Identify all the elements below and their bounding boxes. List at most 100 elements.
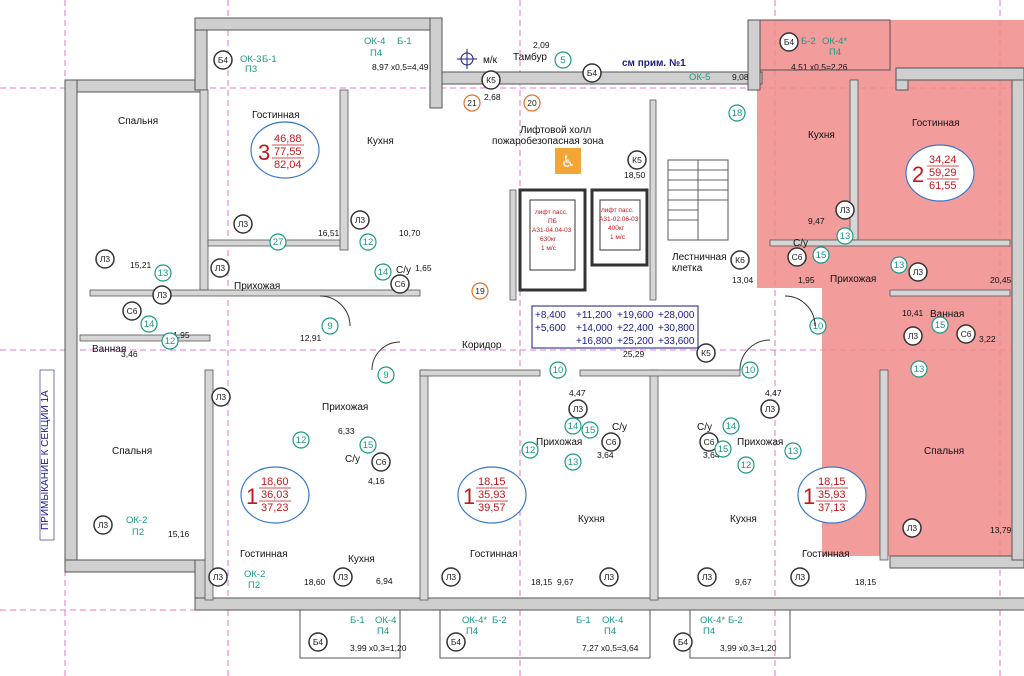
elevator-shafts	[518, 188, 649, 292]
svg-text:4,51 x0,5=2,26: 4,51 x0,5=2,26	[791, 62, 848, 72]
svg-text:9,08: 9,08	[732, 72, 749, 82]
apartment-badge-1room-b: 1 18,15 35,93 39,57	[457, 466, 527, 524]
svg-text:Б-1: Б-1	[576, 615, 591, 626]
svg-text:14: 14	[144, 319, 155, 330]
svg-text:Л3: Л3	[98, 520, 109, 530]
marker-12: 12	[161, 332, 179, 350]
apartment-badge-3room: 3 46,88 77,55 82,04	[250, 121, 320, 179]
svg-text:10: 10	[553, 365, 564, 376]
marker-13: 13	[784, 442, 802, 460]
marker-l3: Л3	[760, 399, 780, 419]
svg-text:С6: С6	[606, 437, 617, 447]
svg-text:13: 13	[894, 260, 905, 271]
svg-text:8,97 x0,5=4,49: 8,97 x0,5=4,49	[372, 62, 429, 72]
marker-l3: Л3	[903, 326, 923, 346]
svg-text:Л3: Л3	[908, 331, 919, 341]
svg-text:15: 15	[718, 444, 729, 455]
svg-text:2,68: 2,68	[484, 92, 501, 102]
svg-text:П3: П3	[245, 64, 257, 75]
staircase	[667, 159, 729, 241]
balcony-outlines	[299, 19, 891, 659]
marker-l3: Л3	[333, 567, 353, 587]
svg-text:Б-1: Б-1	[397, 36, 412, 47]
marker-19: 19	[471, 282, 489, 300]
svg-text:С/у: С/у	[612, 422, 627, 433]
svg-text:+25,200: +25,200	[617, 336, 654, 347]
svg-text:Л3: Л3	[100, 254, 111, 264]
svg-text:1: 1	[246, 484, 258, 509]
marker-10: 10	[741, 361, 759, 379]
note-label: см прим. №1	[622, 58, 686, 69]
svg-text:12: 12	[165, 336, 176, 347]
svg-text:А31-04.04-03: А31-04.04-03	[532, 227, 572, 234]
svg-text:20,45: 20,45	[990, 275, 1012, 285]
svg-text:77,55: 77,55	[274, 146, 302, 158]
marker-14: 14	[374, 263, 392, 281]
svg-text:19: 19	[475, 286, 485, 296]
marker-13: 13	[890, 256, 908, 274]
svg-text:Прихожая: Прихожая	[322, 402, 368, 413]
svg-text:Б-1: Б-1	[350, 615, 365, 626]
svg-text:3,99 x0,3=1,20: 3,99 x0,3=1,20	[350, 643, 407, 653]
marker-c6: С6	[371, 452, 391, 472]
marker-21: 21	[463, 94, 481, 112]
svg-text:Л3: Л3	[338, 572, 349, 582]
svg-text:Прихожая: Прихожая	[234, 281, 280, 292]
svg-text:2: 2	[912, 162, 924, 187]
svg-text:Спальня: Спальня	[118, 116, 158, 127]
svg-text:+8,400: +8,400	[535, 310, 566, 321]
marker-l3: Л3	[208, 567, 228, 587]
svg-text:Гостинная: Гостинная	[470, 549, 518, 560]
svg-text:12: 12	[363, 237, 374, 248]
svg-text:Спальня: Спальня	[112, 446, 152, 457]
svg-text:+33,600: +33,600	[658, 336, 695, 347]
svg-text:Лестничная: Лестничная	[672, 252, 727, 263]
svg-text:Л3: Л3	[157, 290, 168, 300]
door-swings	[319, 295, 816, 371]
svg-text:ОК-4: ОК-4	[375, 615, 396, 626]
svg-text:3: 3	[258, 140, 270, 165]
svg-text:П2: П2	[248, 580, 260, 591]
svg-text:Б4: Б4	[313, 637, 324, 647]
lift-left-label: лифт пасс. ПБ А31-04.04-03 630кг 1 м/с	[532, 209, 572, 252]
marker-l3: Л3	[599, 567, 619, 587]
svg-text:ОК-2: ОК-2	[244, 569, 265, 580]
marker-14: 14	[722, 417, 740, 435]
marker-20: 20	[523, 94, 541, 112]
svg-text:Ванная: Ванная	[930, 309, 964, 320]
svg-text:Л3: Л3	[765, 404, 776, 414]
marker-l3: Л3	[233, 214, 253, 234]
marker-13: 13	[564, 453, 582, 471]
svg-text:12: 12	[741, 460, 752, 471]
svg-text:П4: П4	[829, 47, 841, 58]
svg-text:+28,000: +28,000	[658, 310, 695, 321]
svg-text:400кг: 400кг	[608, 225, 625, 232]
svg-text:35,93: 35,93	[478, 489, 506, 501]
svg-text:+5,600: +5,600	[535, 323, 566, 334]
marker-14: 14	[564, 417, 582, 435]
svg-text:П2: П2	[132, 527, 144, 538]
svg-text:ОК-4*: ОК-4*	[700, 615, 725, 626]
side-label: ПРИМЫКАНИЕ К СЕКЦИИ 1А	[40, 390, 51, 530]
svg-text:Кухня: Кухня	[808, 130, 835, 141]
svg-text:клетка: клетка	[672, 263, 703, 274]
marker-b4: Б4	[582, 63, 602, 83]
marker-k5: К5	[481, 70, 501, 90]
marker-14: 14	[140, 315, 158, 333]
svg-text:Б4: Б4	[587, 68, 598, 78]
marker-k5: К5	[627, 150, 647, 170]
svg-text:12: 12	[296, 435, 307, 446]
svg-text:С6: С6	[395, 279, 406, 289]
svg-text:С/у: С/у	[396, 265, 411, 276]
svg-text:Прихожая: Прихожая	[737, 437, 783, 448]
svg-text:2,09: 2,09	[533, 40, 550, 50]
marker-l3: Л3	[790, 567, 810, 587]
svg-text:9: 9	[327, 321, 332, 332]
svg-text:Кухня: Кухня	[367, 136, 394, 147]
marker-12: 12	[737, 456, 755, 474]
marker-15: 15	[931, 316, 949, 334]
elevator-hall-title: Лифтовой холл	[520, 124, 591, 136]
marker-10: 10	[549, 361, 567, 379]
svg-text:59,29: 59,29	[929, 167, 957, 179]
svg-text:Л3: Л3	[795, 572, 806, 582]
